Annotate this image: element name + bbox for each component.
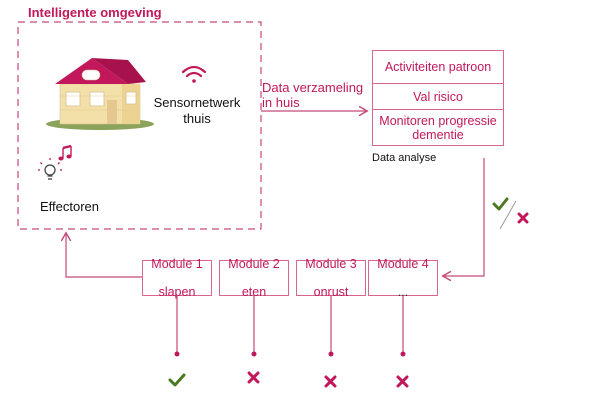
music-note-icon xyxy=(58,144,72,161)
cross-icon xyxy=(247,371,260,384)
module-4-box: Module 4 ... xyxy=(368,257,438,299)
house-icon xyxy=(46,58,154,130)
wifi-icon xyxy=(181,65,207,83)
data-analysis-box: Activiteiten patroon Val risico Monitore… xyxy=(372,50,504,146)
module-2-box: Module 2 eten xyxy=(219,257,289,299)
sensor-network-label: Sensornetwerk thuis xyxy=(152,95,242,127)
module-outcome-lines xyxy=(174,296,406,357)
module-2-subtitle: eten xyxy=(241,285,267,299)
module-3-subtitle: onrust xyxy=(313,285,349,299)
cross-icon xyxy=(324,375,337,388)
module-3-title: Module 3 xyxy=(305,257,357,271)
environment-title: Intelligente omgeving xyxy=(28,5,162,20)
feedback-arrow xyxy=(66,234,142,278)
cross-icon xyxy=(396,375,409,388)
check-icon xyxy=(492,197,509,211)
cross-icon xyxy=(517,212,529,224)
divider-slash xyxy=(499,200,517,230)
module-1-title: Module 1 xyxy=(151,257,203,271)
module-4-subtitle: ... xyxy=(397,285,409,299)
analysis-item-activity-pattern: Activiteiten patroon xyxy=(373,51,503,84)
check-icon xyxy=(168,373,186,387)
sensor-label-line1: Sensornetwerk xyxy=(153,95,241,110)
flow-label-line1: Data verzameling xyxy=(262,80,364,95)
sensor-label-line2: thuis xyxy=(183,111,211,126)
module-1-subtitle: slapen xyxy=(158,285,196,299)
environment-frame xyxy=(17,21,262,230)
data-analysis-label: Data analyse xyxy=(372,152,437,164)
flow-arrow-to-modules xyxy=(444,158,485,276)
analysis-item-fall-risk: Val risico xyxy=(373,84,503,110)
lightbulb-icon xyxy=(38,158,62,180)
analysis-item-dementia-monitoring: Monitoren progressie dementie xyxy=(379,114,497,142)
module-4-title: Module 4 xyxy=(377,257,429,271)
module-2-title: Module 2 xyxy=(228,257,280,271)
data-collection-label: Data verzameling in huis xyxy=(262,80,382,110)
module-3-box: Module 3 onrust xyxy=(296,257,366,299)
effectors-label: Effectoren xyxy=(40,199,100,214)
flow-label-line2: in huis xyxy=(262,95,300,110)
module-1-box: Module 1 slapen xyxy=(142,257,212,299)
